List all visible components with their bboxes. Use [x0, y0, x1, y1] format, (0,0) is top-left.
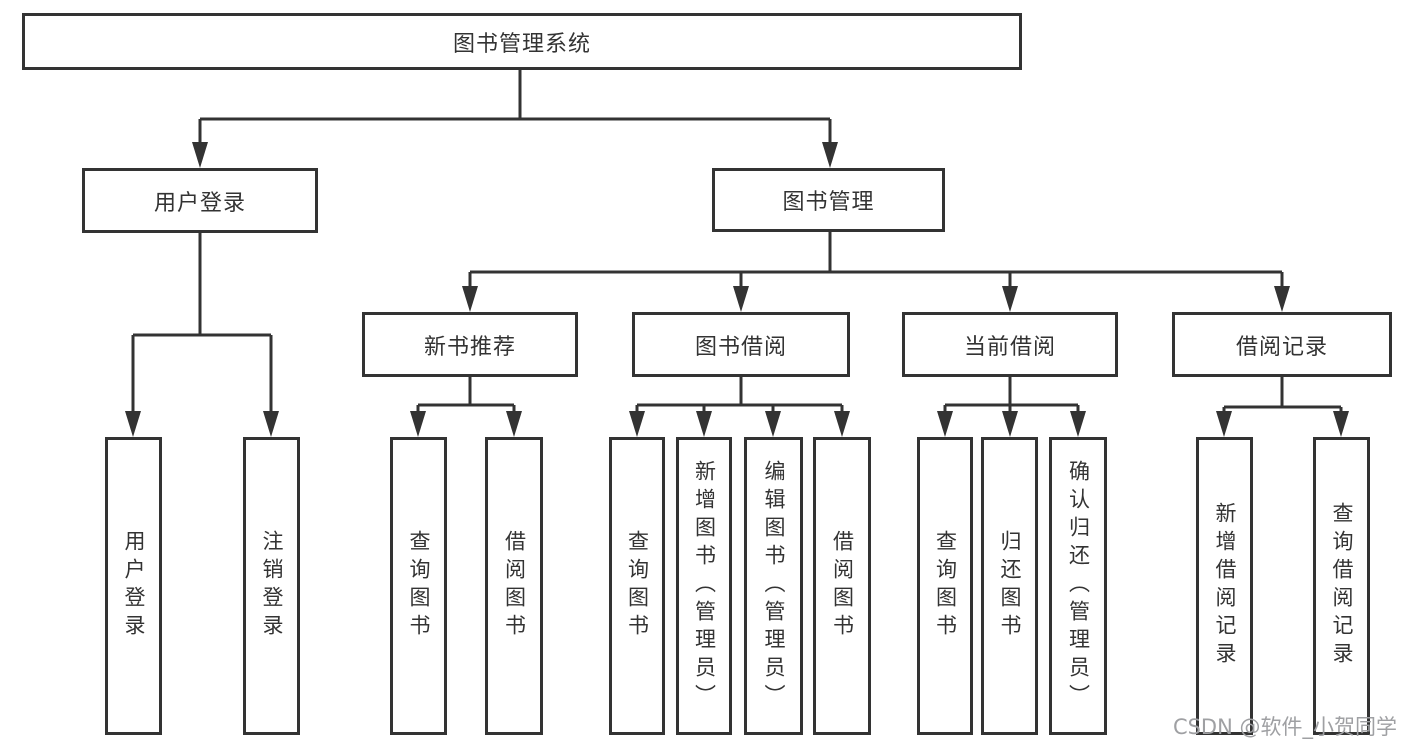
node-current-borrow: 当前借阅	[902, 312, 1118, 377]
node-user-login: 用户登录	[82, 168, 318, 233]
node-book-mgmt-label: 图书管理	[782, 190, 875, 215]
leaf-logout: 注销登录	[243, 437, 300, 735]
leaf-confirm-return-admin-label: 确认归还（管理员）	[1066, 460, 1091, 712]
node-borrow-records: 借阅记录	[1172, 312, 1392, 377]
connector-new-rec-to-leaves	[410, 377, 522, 437]
connector-book-mgmt-to-level3	[462, 232, 1290, 312]
leaf-borrow-books-borrow: 借阅图书	[813, 437, 871, 735]
node-new-rec-label: 新书推荐	[423, 334, 516, 360]
connector-borrow-records-to-leaves	[1216, 377, 1349, 437]
leaf-query-borrow-record: 查询借阅记录	[1313, 437, 1370, 735]
node-book-borrow-label: 图书借阅	[694, 334, 787, 360]
node-user-login-label: 用户登录	[153, 190, 246, 216]
connector-root-to-level2	[192, 70, 838, 168]
leaf-confirm-return-admin: 确认归还（管理员）	[1049, 437, 1107, 735]
leaf-query-books-borrow-label: 查询图书	[625, 530, 650, 642]
leaf-borrow-books-rec-label: 借阅图书	[502, 530, 527, 642]
node-current-borrow-label: 当前借阅	[963, 334, 1056, 360]
node-root: 图书管理系统	[22, 13, 1022, 70]
leaf-query-books-rec: 查询图书	[390, 437, 447, 735]
connector-user-login-to-leaves	[125, 233, 279, 437]
leaf-user-login: 用户登录	[105, 437, 162, 735]
node-book-borrow: 图书借阅	[632, 312, 850, 377]
leaf-add-books-admin: 新增图书（管理员）	[676, 437, 732, 735]
leaf-borrow-books-borrow-label: 借阅图书	[830, 530, 855, 642]
leaf-edit-books-admin-label: 编辑图书（管理员）	[762, 460, 786, 712]
leaf-add-borrow-record: 新增借阅记录	[1196, 437, 1253, 735]
node-root-label: 图书管理系统	[452, 31, 591, 57]
leaf-user-login-label: 用户登录	[122, 530, 146, 642]
leaf-borrow-books-rec: 借阅图书	[485, 437, 543, 735]
leaf-query-borrow-record-label: 查询借阅记录	[1330, 502, 1354, 670]
leaf-query-books-borrow: 查询图书	[609, 437, 665, 735]
node-borrow-records-label: 借阅记录	[1235, 334, 1328, 360]
connector-book-borrow-to-leaves	[629, 377, 850, 437]
leaf-logout-label: 注销登录	[260, 530, 284, 642]
leaf-return-books-label: 归还图书	[998, 530, 1022, 642]
csdn-watermark: CSDN @软件_小贺同学	[1172, 715, 1397, 739]
node-new-rec: 新书推荐	[362, 312, 578, 377]
leaf-add-books-admin-label: 新增图书（管理员）	[692, 460, 717, 712]
leaf-query-books-current-label: 查询图书	[933, 530, 958, 642]
leaf-edit-books-admin: 编辑图书（管理员）	[744, 437, 803, 735]
node-book-mgmt: 图书管理	[712, 168, 945, 232]
connector-current-borrow-to-leaves	[937, 377, 1086, 437]
leaf-return-books: 归还图书	[981, 437, 1038, 735]
leaf-query-books-current: 查询图书	[917, 437, 973, 735]
leaf-query-books-rec-label: 查询图书	[407, 530, 431, 642]
leaf-add-borrow-record-label: 新增借阅记录	[1213, 502, 1237, 670]
